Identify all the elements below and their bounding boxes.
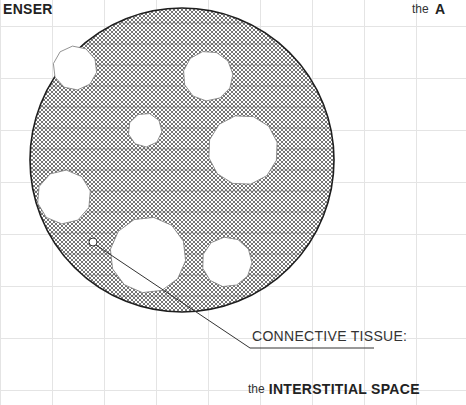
cells xyxy=(38,46,277,293)
tissue-section xyxy=(30,8,334,312)
hatch-bands xyxy=(31,23,332,296)
cell xyxy=(53,46,96,90)
grid-line xyxy=(364,0,365,405)
cell xyxy=(184,52,233,101)
callout-article: the xyxy=(248,383,265,396)
hatch-band xyxy=(41,107,324,108)
hatch-band xyxy=(50,86,313,87)
hatch-band xyxy=(65,65,300,66)
hatch-band xyxy=(116,296,247,297)
cell xyxy=(110,217,185,292)
hatch-band xyxy=(119,23,246,24)
cell xyxy=(203,237,252,286)
cell xyxy=(209,116,277,184)
cell xyxy=(129,114,162,147)
heading-fragment: A xyxy=(435,2,445,17)
callout-term: INTERSTITIAL SPACE xyxy=(269,382,420,397)
hatch-band xyxy=(85,44,278,45)
heading-article: the xyxy=(412,3,429,16)
label-underline xyxy=(250,348,374,349)
cell xyxy=(38,170,91,224)
hatch-band xyxy=(31,170,332,171)
hatch-band xyxy=(50,233,314,234)
hatch-band xyxy=(84,275,280,276)
grid-line xyxy=(416,0,417,405)
grid-line xyxy=(0,0,1,405)
pointer-dot xyxy=(89,238,97,246)
heading-fragment: ENSER xyxy=(3,2,53,17)
hatch-band xyxy=(34,128,329,129)
leader-line xyxy=(96,245,250,348)
callout-label: CONNECTIVE TISSUE: xyxy=(252,329,407,344)
hatch-band xyxy=(31,149,332,150)
